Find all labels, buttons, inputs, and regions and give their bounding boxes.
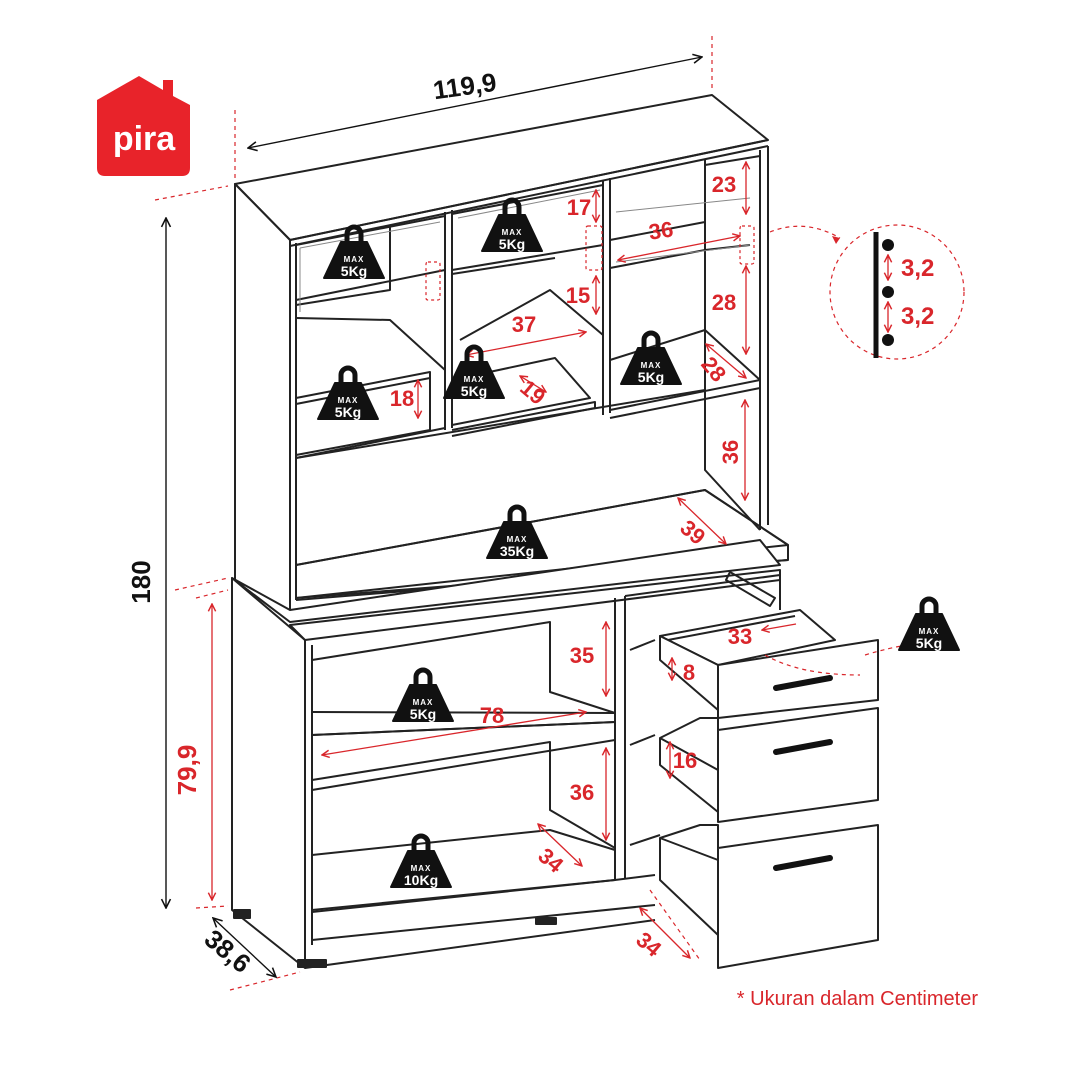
weight-value: 5Kg [638, 369, 664, 385]
weight-max-label: MAX [507, 535, 528, 544]
dim-36-base: 36 [570, 780, 594, 805]
shelf-pin-markers [425, 225, 755, 301]
weight-value: 5Kg [499, 236, 525, 252]
dim-lower-height: 79,9 [172, 745, 202, 796]
weight-icon-top-left: MAX 5Kg [324, 227, 384, 279]
dim-36-lower: 36 [718, 440, 743, 464]
dim-18: 18 [390, 386, 414, 411]
weight-max-label: MAX [413, 698, 434, 707]
dim-16: 16 [673, 748, 697, 773]
weight-icon-counter: MAX 35Kg [487, 507, 547, 559]
dim-28-height: 28 [712, 290, 736, 315]
hutch-left-side [234, 183, 291, 621]
dim-37: 37 [512, 312, 536, 337]
weight-max-label: MAX [919, 627, 940, 636]
dim-19: 19 [515, 375, 550, 410]
dim-gap-2: 3,2 [901, 303, 934, 330]
red-dimension-arrows [212, 162, 888, 958]
dim-15: 15 [566, 283, 590, 308]
dim-33: 33 [728, 624, 752, 649]
dim-78: 78 [480, 703, 504, 728]
weight-max-label: MAX [641, 361, 662, 370]
weight-icon-top-mid: MAX 5Kg [482, 200, 542, 252]
base-top-panel [231, 539, 781, 623]
weight-value: 5Kg [341, 263, 367, 279]
weight-icon-mid-left: MAX 5Kg [318, 368, 378, 420]
weight-max-label: MAX [338, 396, 359, 405]
weight-value: 5Kg [916, 635, 942, 651]
logo-text: pira [113, 120, 176, 158]
dim-35: 35 [570, 643, 594, 668]
weight-value: 5Kg [461, 383, 487, 399]
logo-house-shape [97, 76, 190, 176]
dim-overall-height: 180 [126, 560, 156, 603]
weight-value: 35Kg [500, 543, 534, 559]
dim-28-depth: 28 [696, 352, 731, 387]
weight-value: 5Kg [335, 404, 361, 420]
weight-max-label: MAX [464, 375, 485, 384]
drawer1-front [717, 639, 879, 719]
weight-value: 10Kg [404, 872, 438, 888]
weight-icon-top-right: MAX 5Kg [621, 333, 681, 385]
weight-max-label: MAX [502, 228, 523, 237]
weight-max-label: MAX [411, 864, 432, 873]
shelf-pin-detail [873, 232, 894, 358]
drawer2-front [717, 707, 879, 823]
dim-8: 8 [683, 660, 695, 685]
dim-23: 23 [712, 172, 736, 197]
weight-icon-bottom: MAX 10Kg [391, 836, 451, 888]
weight-value: 5Kg [410, 706, 436, 722]
unit-note: * Ukuran dalam Centimeter [737, 988, 979, 1010]
dim-overall-depth: 38,6 [199, 923, 257, 979]
cabinet-drawing [231, 94, 879, 969]
dim-39: 39 [675, 515, 710, 550]
dim-36-right: 36 [647, 216, 675, 244]
drawer3-front [717, 824, 879, 969]
dim-34-drawer: 34 [631, 927, 666, 962]
weight-icon-shelf: MAX 5Kg [393, 670, 453, 722]
weight-icon-mid-center: MAX 5Kg [444, 347, 504, 399]
weight-max-label: MAX [344, 255, 365, 264]
drawer-handles [773, 675, 833, 871]
pira-logo: pira [97, 76, 190, 176]
weight-icon-drawer: MAX 5Kg [899, 599, 959, 651]
overall-dimensions [166, 57, 702, 977]
dim-17: 17 [567, 195, 591, 220]
dim-gap-1: 3,2 [901, 255, 934, 282]
